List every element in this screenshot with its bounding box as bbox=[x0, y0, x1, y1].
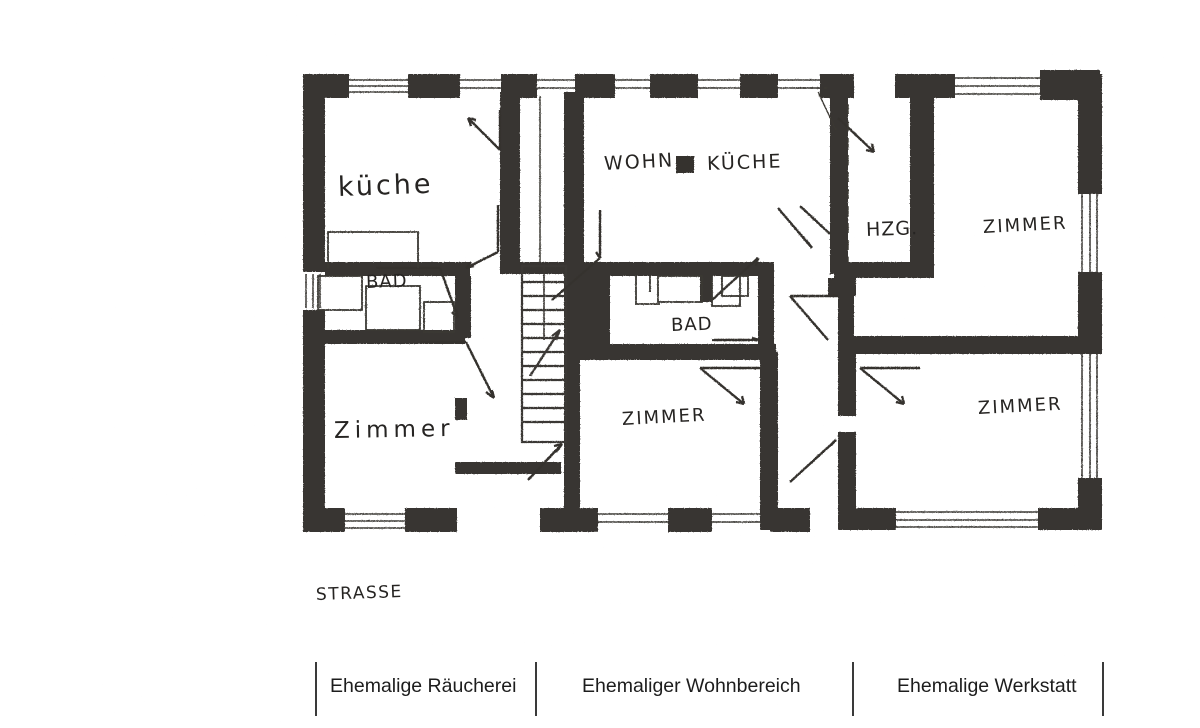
fixtures bbox=[317, 87, 849, 333]
caption-row: Ehemalige Räucherei Ehemaliger Wohnberei… bbox=[0, 648, 1200, 718]
caption-wohnbereich: Ehemaliger Wohnbereich bbox=[582, 675, 801, 697]
caption-divider-3 bbox=[1102, 662, 1104, 716]
staircase bbox=[520, 264, 568, 444]
caption-divider-2 bbox=[852, 662, 854, 716]
door-swings bbox=[376, 110, 920, 483]
caption-werkstatt: Ehemalige Werkstatt bbox=[897, 675, 1077, 697]
caption-divider-0 bbox=[315, 662, 317, 716]
wall-structure bbox=[303, 70, 1102, 532]
caption-divider-1 bbox=[535, 662, 537, 716]
caption-raeucherei: Ehemalige Räucherei bbox=[330, 675, 517, 697]
